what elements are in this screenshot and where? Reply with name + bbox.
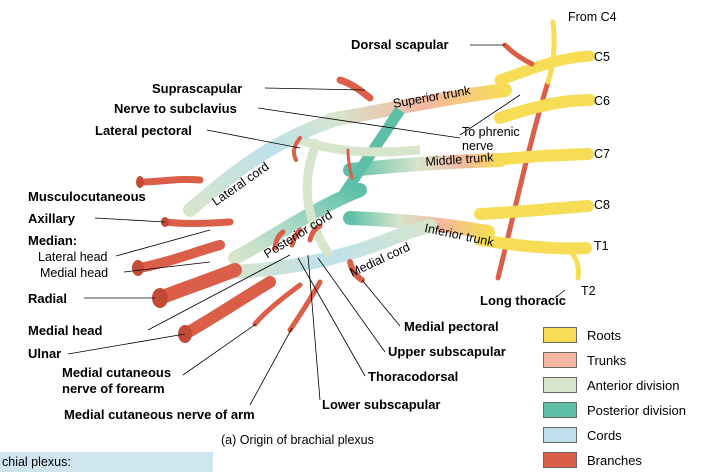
thoracodorsal-label: Thoracodorsal xyxy=(368,370,458,383)
c7-label: C7 xyxy=(594,148,610,161)
dorsal-scapular-nerve xyxy=(505,45,532,64)
legend-label: Cords xyxy=(587,428,622,443)
medial-head-lower-label: Medial head xyxy=(28,324,102,337)
medial-head-upper-label: Medial head xyxy=(40,267,108,280)
c5-label: C5 xyxy=(594,51,610,64)
legend-swatch xyxy=(543,352,577,368)
legend-swatch xyxy=(543,402,577,418)
legend-swatch xyxy=(543,377,577,393)
medial-cutaneous-arm-label: Medial cutaneous nerve of arm xyxy=(64,408,255,421)
legend-label: Branches xyxy=(587,453,642,468)
t2-label: T2 xyxy=(581,285,596,298)
legend-swatch xyxy=(543,327,577,343)
axillary-label: Axillary xyxy=(28,212,75,225)
legend-swatch xyxy=(543,427,577,443)
posterior-cord xyxy=(235,190,360,258)
radial-label: Radial xyxy=(28,292,67,305)
roots xyxy=(480,22,590,278)
c8-label: C8 xyxy=(594,199,610,212)
medial-pectoral-label: Medial pectoral xyxy=(404,320,499,333)
lower-subscapular-label: Lower subscapular xyxy=(322,398,440,411)
lateral-pectoral-label: Lateral pectoral xyxy=(95,124,192,137)
legend-label: Anterior division xyxy=(587,378,680,393)
median-label: Median: xyxy=(28,234,77,247)
footer-strip: chial plexus: xyxy=(0,452,213,472)
t1-label: T1 xyxy=(594,240,609,253)
legend-label: Roots xyxy=(587,328,621,343)
medial-cutaneous-forearm-line1: Medial cutaneous xyxy=(62,366,171,379)
musculocutaneous-label: Musculocutaneous xyxy=(28,190,146,203)
ulnar-label: Ulnar xyxy=(28,347,61,360)
legend-label: Posterior division xyxy=(587,403,686,418)
c6-label: C6 xyxy=(594,95,610,108)
legend-label: Trunks xyxy=(587,353,626,368)
footer-text: chial plexus: xyxy=(2,455,71,469)
to-phrenic-line1: To phrenic xyxy=(462,126,520,139)
dorsal-scapular-label: Dorsal scapular xyxy=(351,38,449,51)
figure-caption: (a) Origin of brachial plexus xyxy=(221,433,374,447)
from-c4-label: From C4 xyxy=(568,11,617,24)
upper-subscapular-label: Upper subscapular xyxy=(388,345,506,358)
nerve-to-subclavius-label: Nerve to subclavius xyxy=(114,102,237,115)
long-thoracic-label: Long thoracic xyxy=(480,294,566,307)
medial-cutaneous-forearm-line2: nerve of forearm xyxy=(62,382,165,395)
lateral-head-label: Lateral head xyxy=(38,251,108,264)
legend-swatch xyxy=(543,452,577,468)
suprascapular-label: Suprascapular xyxy=(152,82,242,95)
